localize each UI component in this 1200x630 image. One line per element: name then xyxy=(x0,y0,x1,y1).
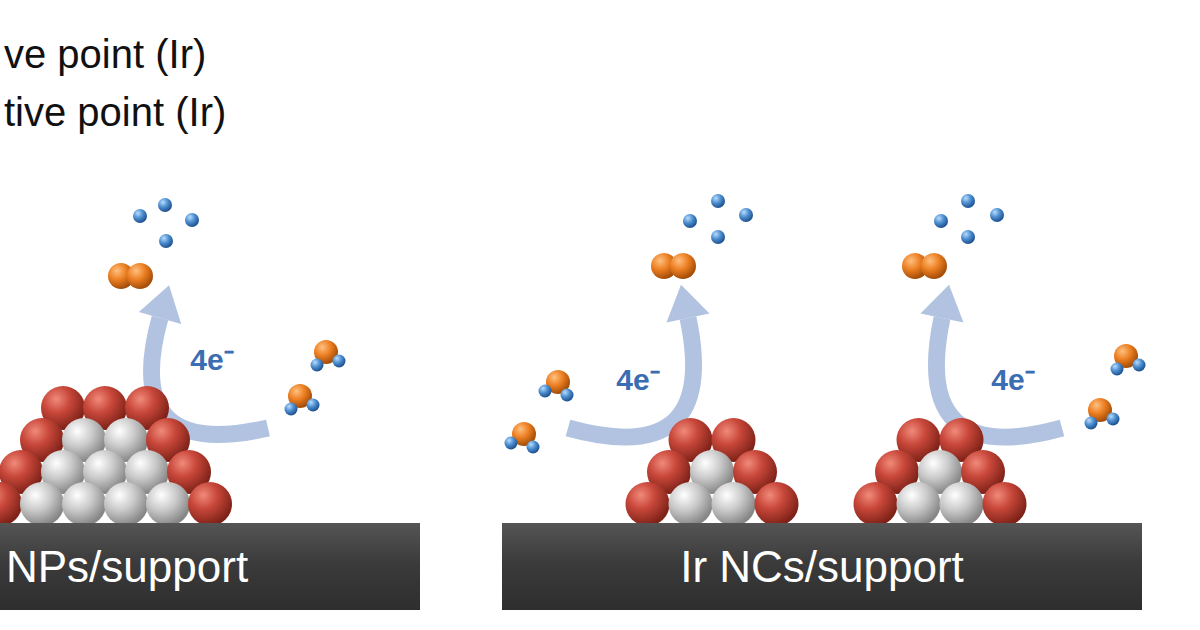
proton xyxy=(990,208,1004,222)
water-hydrogen xyxy=(561,389,574,402)
inactive-ir-atom xyxy=(104,482,148,526)
arrow-head xyxy=(666,285,709,323)
proton xyxy=(739,208,753,222)
proton xyxy=(961,230,975,244)
water-hydrogen xyxy=(285,403,298,416)
support-bar: Ir NCs/support xyxy=(502,523,1142,610)
legend-key-text: ve point (Ir) xyxy=(4,34,206,74)
water-hydrogen xyxy=(1133,359,1146,372)
proton xyxy=(159,234,173,248)
oxygen-atom xyxy=(127,263,153,289)
active-ir-atom xyxy=(854,482,898,526)
proton xyxy=(158,198,172,212)
proton xyxy=(934,214,948,228)
active-ir-atom xyxy=(755,482,799,526)
proton xyxy=(683,214,697,228)
support-bar: NPs/support xyxy=(0,523,420,610)
electron-count: 4e⁻ xyxy=(616,365,659,395)
arrow-head xyxy=(920,285,963,323)
proton xyxy=(711,230,725,244)
water-hydrogen xyxy=(1107,413,1120,426)
water-hydrogen xyxy=(527,441,540,454)
electron-count: 4e⁻ xyxy=(190,345,233,375)
arrow-shaft xyxy=(568,318,694,437)
legend-key-text: tive point (Ir) xyxy=(4,92,226,132)
inactive-ir-atom xyxy=(940,482,984,526)
arrow-head xyxy=(139,285,181,324)
inactive-ir-atom xyxy=(669,482,713,526)
inactive-ir-atom xyxy=(712,482,756,526)
proton xyxy=(185,213,199,227)
molecules xyxy=(108,194,1146,454)
water-hydrogen xyxy=(311,359,324,372)
reaction-arrows xyxy=(139,285,1062,437)
active-ir-atom xyxy=(626,482,670,526)
inactive-ir-atom xyxy=(897,482,941,526)
water-hydrogen xyxy=(539,385,552,398)
oxygen-atom xyxy=(670,253,696,279)
inactive-ir-atom xyxy=(146,482,190,526)
proton xyxy=(711,194,725,208)
oxygen-atom xyxy=(921,253,947,279)
electron-count: 4e⁻ xyxy=(991,365,1034,395)
proton xyxy=(961,194,975,208)
inactive-ir-atom xyxy=(20,482,64,526)
water-hydrogen xyxy=(505,437,518,450)
active-ir-atom xyxy=(983,482,1027,526)
inactive-ir-atom xyxy=(62,482,106,526)
active-ir-atom xyxy=(188,482,232,526)
support-label: NPs/support xyxy=(6,545,248,589)
water-hydrogen xyxy=(1085,417,1098,430)
support-label: Ir NCs/support xyxy=(680,545,964,589)
water-hydrogen xyxy=(307,399,320,412)
water-hydrogen xyxy=(333,355,346,368)
water-hydrogen xyxy=(1111,363,1124,376)
arrow-shaft xyxy=(151,318,268,434)
active-ir-atom xyxy=(0,482,22,526)
proton xyxy=(133,209,147,223)
ir-particles xyxy=(0,386,1027,526)
